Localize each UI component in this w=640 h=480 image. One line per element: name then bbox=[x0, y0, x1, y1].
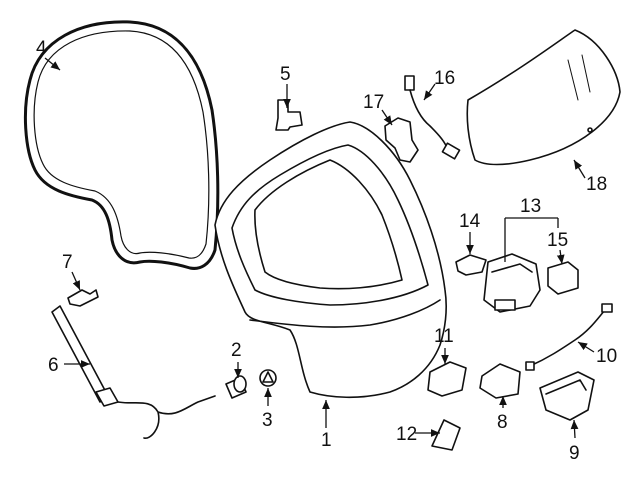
callout-labels: 1 2 3 4 5 6 7 8 9 10 11 12 13 14 15 16 1… bbox=[36, 38, 617, 464]
weatherstrip-seal-part bbox=[23, 20, 220, 270]
latch-actuator-part bbox=[483, 253, 541, 313]
strut-part bbox=[51, 305, 216, 439]
callout-1: 1 bbox=[321, 430, 332, 451]
rear-glass-part bbox=[466, 29, 621, 166]
leader-lines bbox=[44, 57, 595, 439]
release-cable-part bbox=[525, 303, 613, 371]
callout-13: 13 bbox=[520, 196, 541, 217]
striker-part bbox=[431, 419, 461, 451]
latch-part bbox=[427, 361, 467, 397]
callout-17: 17 bbox=[363, 92, 384, 113]
callout-14: 14 bbox=[459, 211, 481, 232]
callout-4: 4 bbox=[36, 38, 47, 59]
liftgate-panel-part bbox=[214, 121, 447, 399]
callout-11: 11 bbox=[434, 326, 454, 347]
lock-actuator-part bbox=[479, 363, 521, 399]
bracket-part bbox=[384, 117, 419, 163]
harness-connector-part bbox=[404, 75, 461, 160]
callout-16: 16 bbox=[434, 68, 455, 89]
callout-6: 6 bbox=[48, 355, 59, 376]
emblem-part bbox=[259, 369, 277, 387]
callout-3: 3 bbox=[262, 410, 273, 431]
callout-2: 2 bbox=[231, 340, 242, 361]
bolt-part bbox=[67, 289, 99, 307]
hinge-part bbox=[275, 99, 303, 131]
switch-part bbox=[547, 261, 579, 295]
callout-10: 10 bbox=[596, 346, 617, 367]
callout-7: 7 bbox=[62, 252, 73, 273]
buffer-part bbox=[225, 375, 247, 399]
cover-part bbox=[539, 371, 595, 421]
callout-8: 8 bbox=[497, 412, 508, 433]
callout-9: 9 bbox=[569, 443, 580, 464]
guide-part bbox=[455, 254, 487, 276]
callout-15: 15 bbox=[547, 230, 568, 251]
callout-18: 18 bbox=[586, 174, 607, 195]
callout-5: 5 bbox=[280, 64, 291, 85]
callout-12: 12 bbox=[396, 424, 417, 445]
